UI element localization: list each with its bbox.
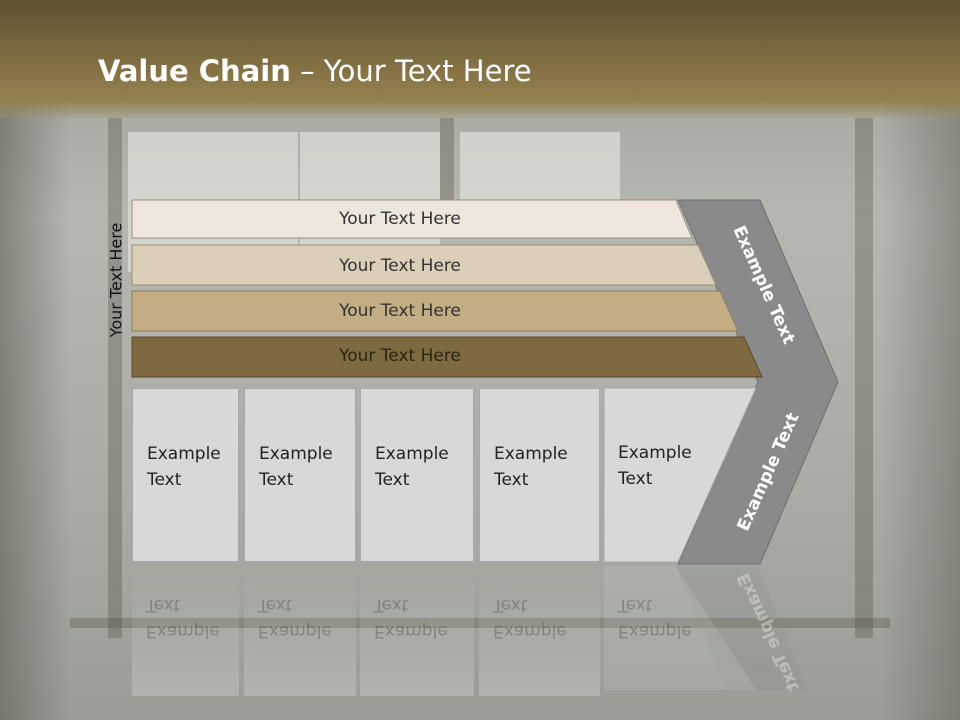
box-4-line1: Example — [494, 444, 568, 464]
box-5-reflection-line2: Text — [618, 595, 653, 615]
chevron-reflection — [676, 566, 808, 690]
bar-4-shape — [131, 336, 763, 378]
bar-1: Your Text Here — [132, 200, 692, 238]
bar-3-label: Your Text Here — [339, 301, 461, 321]
window-frame — [440, 118, 454, 218]
bar-2: Your Text Here — [132, 247, 692, 285]
box-5-reflection — [604, 566, 756, 690]
box-3-reflection-line2: Text — [374, 595, 409, 615]
box-5-line2: Text — [618, 469, 653, 489]
bar-4-label: Your Text Here — [339, 346, 461, 366]
window-frame — [108, 118, 122, 638]
box-5-reflection-line1: Example — [618, 621, 692, 641]
box-4-reflection-line1: Example — [493, 621, 567, 641]
box-3-line1: Example — [375, 444, 449, 464]
box-5-reflection-text: Example Text — [604, 566, 714, 696]
window-frame — [70, 618, 890, 628]
box-2-reflection-line2: Text — [258, 595, 293, 615]
bar-1-shape — [131, 199, 693, 239]
bar-2-label: Your Text Here — [339, 256, 461, 276]
box-3-line2: Text — [375, 470, 410, 490]
window-frame — [855, 118, 873, 638]
box-1-line2: Text — [147, 470, 182, 490]
bar-1-label: Your Text Here — [339, 209, 461, 229]
bar-3: Your Text Here — [132, 292, 692, 330]
box-4-reflection: Example Text — [479, 566, 600, 696]
box-2-reflection-line1: Example — [258, 621, 332, 641]
box-5-line1: Example — [618, 443, 692, 463]
title-rest: – Your Text Here — [290, 54, 532, 88]
bar-4: Your Text Here — [132, 337, 692, 375]
bar-3-shape — [131, 290, 739, 332]
box-3-reflection-line1: Example — [374, 621, 448, 641]
box-2-line1: Example — [259, 444, 333, 464]
box-3-reflection: Example Text — [360, 566, 474, 696]
box-5-shape — [603, 387, 757, 563]
box-1-reflection-line2: Text — [146, 595, 181, 615]
title-bar — [0, 0, 960, 118]
box-4-line2: Text — [494, 470, 529, 490]
bar-2-shape — [131, 244, 717, 286]
box-1-line1: Example — [147, 444, 221, 464]
slide-title: Value Chain – Your Text Here — [98, 54, 532, 88]
box-1-reflection: Example Text — [132, 566, 239, 696]
box-4-reflection-line2: Text — [493, 595, 528, 615]
title-bold: Value Chain — [98, 54, 291, 88]
box-2-reflection: Example Text — [244, 566, 356, 696]
box-1-reflection-line1: Example — [146, 621, 220, 641]
box-2-line2: Text — [259, 470, 294, 490]
window-pane — [460, 132, 620, 212]
